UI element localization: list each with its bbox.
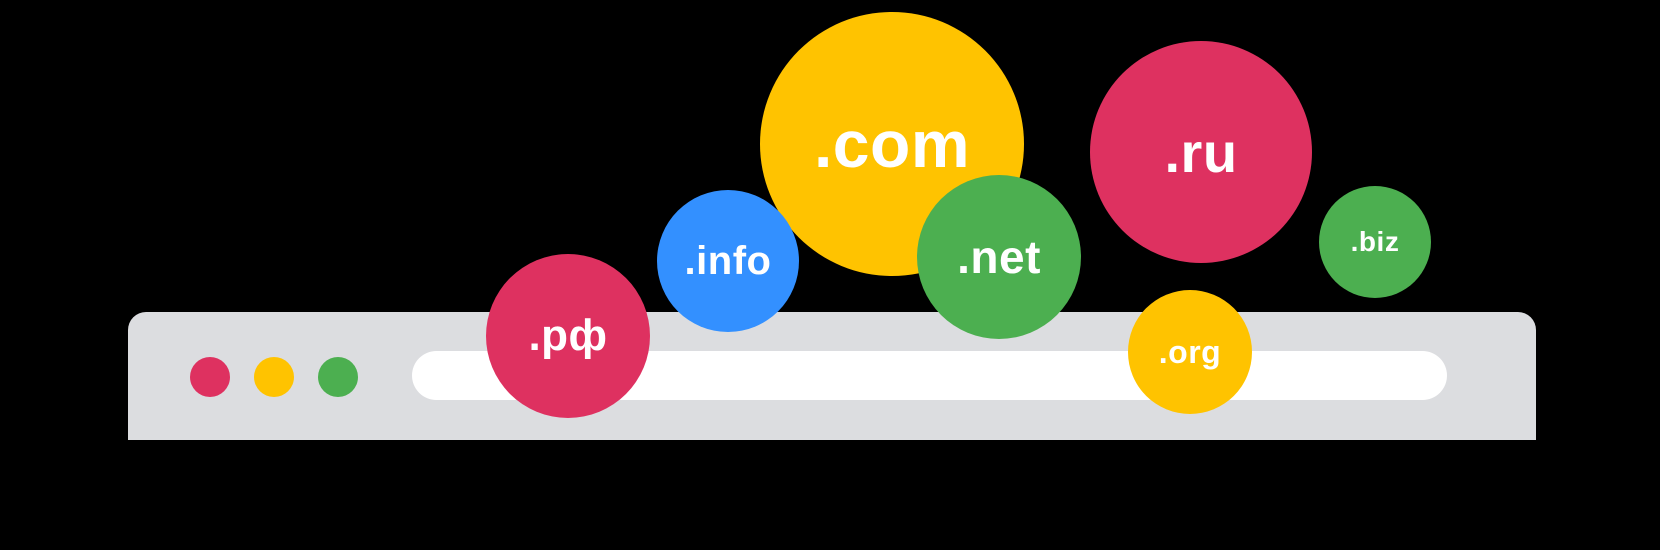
domain-bubble-net[interactable]: .net [917,175,1081,339]
domain-label-net: .net [957,231,1041,283]
domain-bubble-rf[interactable]: .рф [486,254,650,418]
domain-label-biz: .biz [1350,226,1400,257]
window-minimize-dot[interactable] [254,357,294,397]
domain-bubble-ru[interactable]: .ru [1090,41,1312,263]
domain-bubble-biz[interactable]: .biz [1319,186,1431,298]
domain-label-org: .org [1158,333,1222,370]
domain-label-rf: .рф [528,311,608,360]
domain-label-info: .info [684,238,772,283]
window-maximize-dot[interactable] [318,357,358,397]
window-close-dot[interactable] [190,357,230,397]
domain-label-com: .com [813,107,971,181]
domain-bubble-info[interactable]: .info [657,190,799,332]
domain-bubble-org[interactable]: .org [1128,290,1252,414]
domain-label-ru: .ru [1164,120,1238,184]
